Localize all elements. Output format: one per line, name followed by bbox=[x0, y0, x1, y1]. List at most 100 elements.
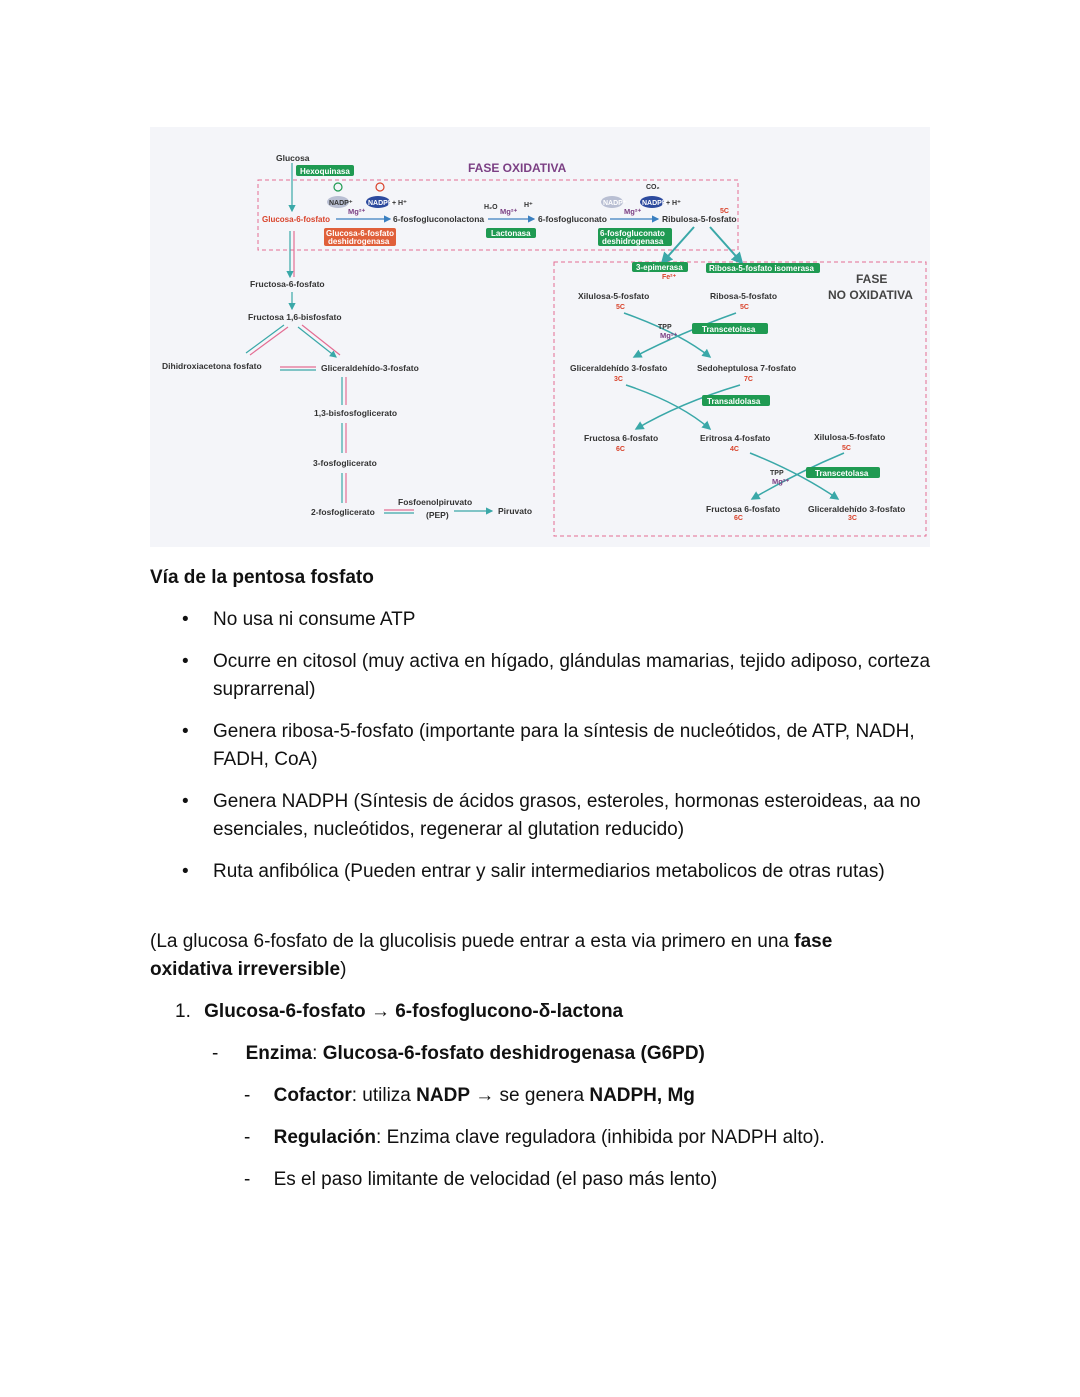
fructosa2-label: Fructosa 6-fosfato bbox=[706, 504, 780, 514]
cofactor-label: Cofactor bbox=[273, 1085, 352, 1106]
diagram-shape bbox=[632, 312, 737, 358]
transaldolasa-label: Transaldolasa bbox=[707, 397, 761, 406]
6pgd-badge bbox=[598, 228, 672, 246]
gliceraldehido2-carbons: 3C bbox=[848, 515, 857, 522]
bisfosfoglicerato-label: 1,3-bisfosfoglicerato bbox=[314, 408, 397, 418]
nadph-ellipse bbox=[366, 196, 390, 208]
dash: - bbox=[244, 1169, 251, 1190]
pep-label: Fosfoenolpiruvato bbox=[398, 497, 472, 507]
co2-label: CO₂ bbox=[646, 184, 660, 191]
dihidroxiacetona-label: Dihidroxiacetona fosfato bbox=[162, 361, 262, 371]
3-fosfoglicerato-label: 3-fosfoglicerato bbox=[313, 458, 377, 468]
g6pd-label-1: Glucosa-6-fosfato bbox=[326, 229, 394, 238]
piruvato-label: Piruvato bbox=[498, 506, 532, 516]
fructosa-bisfosfato-label: Fructosa 1,6-bisfosfato bbox=[248, 312, 342, 322]
fructosa-6-fosfato-label: Fructosa-6-fosfato bbox=[250, 279, 325, 289]
ribosa-carbons: 5C bbox=[740, 304, 749, 311]
fructosa-nonox-label: Fructosa 6-fosfato bbox=[584, 433, 658, 443]
oxidative-phase-box bbox=[257, 179, 739, 251]
2-fosfoglicerato-label: 2-fosfoglicerato bbox=[311, 507, 375, 517]
h2o-label: H₂O bbox=[484, 204, 498, 211]
diagram-shape bbox=[634, 384, 741, 430]
h-plus-label-1: + H⁺ bbox=[392, 200, 407, 207]
cofactor-nadp: NADP bbox=[416, 1085, 470, 1106]
dash: - bbox=[244, 1085, 251, 1106]
xilulosa-carbons: 5C bbox=[616, 304, 625, 311]
transcetolasa-label-2: Transcetolasa bbox=[815, 469, 869, 478]
para-close: ) bbox=[340, 959, 347, 980]
nadph-ellipse-2 bbox=[640, 196, 664, 208]
bullet-item: Ruta anfibólica (Pueden entrar y salir i… bbox=[182, 858, 933, 886]
para-text: (La glucosa 6-fosfato de la glucolisis p… bbox=[150, 931, 795, 952]
pentose-phosphate-diagram: Glucosa Hexoquinasa Glucosa-6-fosfato Fr… bbox=[150, 127, 930, 547]
sedoheptulosa-label: Sedoheptulosa 7-fosfato bbox=[697, 363, 796, 373]
lactonasa-badge bbox=[486, 228, 536, 238]
nadp-ellipse-2 bbox=[601, 196, 623, 208]
diagram-shape bbox=[249, 326, 289, 356]
gliceraldehido-3-fosfato-label: Gliceraldehído-3-fosfato bbox=[321, 363, 419, 373]
limitante-text: Es el paso limitante de velocidad (el pa… bbox=[273, 1169, 718, 1190]
fosfogluconolactona-label: 6-fosfogluconolactona bbox=[393, 214, 484, 224]
gliceraldehido-carbons: 3C bbox=[614, 376, 623, 383]
dash: - bbox=[212, 1043, 219, 1064]
transcetolasa-badge-1 bbox=[692, 323, 768, 334]
6pgd-label-1: 6-fosfogluconato bbox=[600, 229, 665, 238]
isomerasa-label: Ribosa-5-fosfato isomerasa bbox=[709, 264, 814, 273]
nadph-label-1: NADPH bbox=[368, 200, 393, 207]
cofactor-line: - Cofactor: utiliza NADP → se genera NAD… bbox=[244, 1082, 1044, 1110]
h-label: H⁺ bbox=[524, 202, 533, 209]
nonoxidative-title-1: FASE bbox=[856, 272, 887, 286]
gliceraldehido-nonox-label: Gliceraldehído 3-fosfato bbox=[570, 363, 667, 373]
diagram-shape bbox=[623, 312, 712, 358]
fructosa-carbons: 6C bbox=[616, 446, 625, 453]
eritrosa-label: Eritrosa 4-fosfato bbox=[700, 433, 770, 443]
h-plus-label-2: + H⁺ bbox=[666, 200, 681, 207]
epimerasa-badge bbox=[632, 262, 688, 272]
tpp-label-2: TPP bbox=[770, 470, 784, 477]
xilulosa2-label: Xilulosa-5-fosfato bbox=[814, 432, 885, 442]
nadp-label-1: NADP⁺ bbox=[329, 200, 353, 207]
nadp-label-2: NADP⁺ bbox=[603, 200, 627, 207]
inhibition-icon bbox=[375, 182, 385, 192]
isomerasa-badge bbox=[706, 263, 820, 273]
glucosa-label: Glucosa bbox=[276, 153, 310, 163]
activation-icon bbox=[333, 182, 343, 192]
diagram-shape bbox=[750, 452, 845, 500]
fosfogluconato-label: 6-fosfogluconato bbox=[538, 214, 607, 224]
diagram-shape bbox=[709, 226, 744, 265]
step-1: 1. Glucosa-6-fosfato → 6-fosfoglucono-δ-… bbox=[175, 998, 975, 1026]
bullet-item: Genera ribosa-5-fosfato (importante para… bbox=[182, 718, 933, 774]
limitante-line: - Es el paso limitante de velocidad (el … bbox=[244, 1166, 1044, 1194]
diagram-shape bbox=[245, 324, 285, 354]
step-title: Glucosa-6-fosfato → 6-fosfoglucono-δ-lac… bbox=[204, 1001, 624, 1022]
diagram-shape bbox=[297, 326, 337, 358]
glucosa-6-fosfato-label: Glucosa-6-fosfato bbox=[262, 215, 330, 224]
g6pd-label-2: deshidrogenasa bbox=[328, 237, 390, 246]
fructosa2-carbons: 6C bbox=[734, 515, 743, 522]
nonoxidative-title-2: NO OXIDATIVA bbox=[828, 288, 913, 302]
mg-label-2: Mg²⁺ bbox=[500, 207, 517, 216]
diagram-shape bbox=[301, 324, 341, 356]
regulacion-line: - Regulación: Enzima clave reguladora (i… bbox=[244, 1124, 1044, 1152]
mg-label-5: Mg²⁺ bbox=[772, 477, 789, 486]
tpp-label-1: TPP bbox=[658, 324, 672, 331]
hexoquinasa-badge bbox=[296, 165, 354, 176]
enzima-sep: : bbox=[312, 1043, 323, 1064]
enzima-label: Enzima bbox=[245, 1043, 313, 1064]
para-bold: fase oxidativa irreversible bbox=[150, 931, 833, 980]
bullet-item: No usa ni consume ATP bbox=[182, 606, 933, 634]
ribulosa-label: Ribulosa-5-fosfato bbox=[662, 214, 737, 224]
mg-label-3: Mg²⁺ bbox=[624, 207, 641, 216]
enzima-value: Glucosa-6-fosfato deshidrogenasa (G6PD) bbox=[322, 1043, 705, 1064]
g6pd-badge bbox=[324, 228, 396, 246]
transaldolasa-badge bbox=[702, 395, 770, 406]
bullet-item: Ocurre en citosol (muy activa en hígado,… bbox=[182, 648, 933, 704]
mg-label-1: Mg²⁺ bbox=[348, 207, 365, 216]
gliceraldehido2-label: Gliceraldehído 3-fosfato bbox=[808, 504, 905, 514]
ribulosa-carbons: 5C bbox=[720, 208, 729, 215]
xilulosa-label: Xilulosa-5-fosfato bbox=[578, 291, 649, 301]
cofactor-text: : utiliza bbox=[351, 1085, 417, 1106]
epimerasa-label: 3-epimerasa bbox=[636, 263, 683, 272]
section-title: Vía de la pentosa fosfato bbox=[150, 567, 374, 588]
eritrosa-carbons: 4C bbox=[730, 446, 739, 453]
